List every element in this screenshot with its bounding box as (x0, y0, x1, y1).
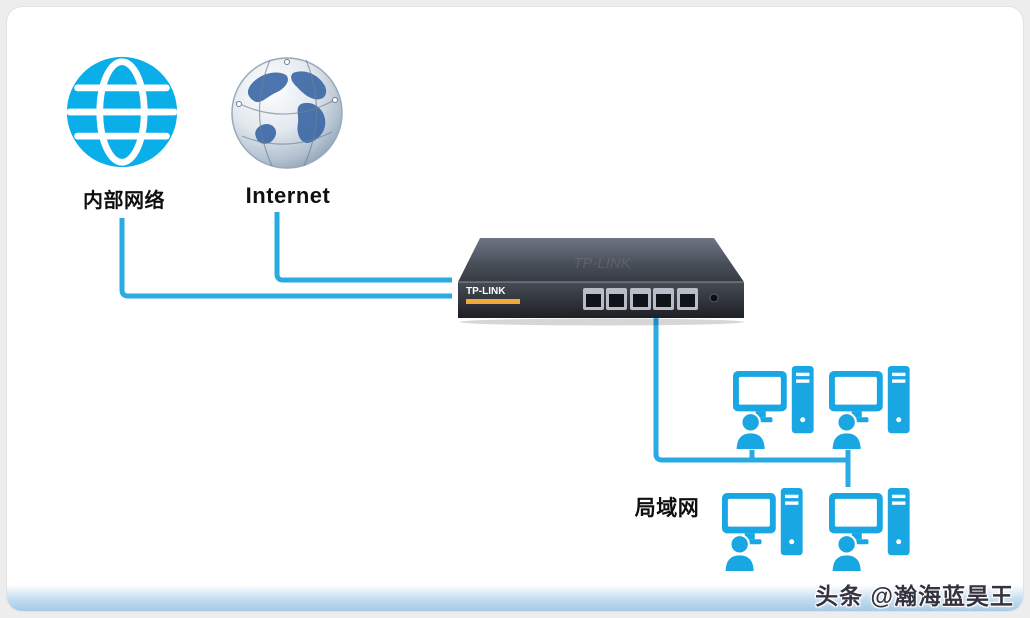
lan-computer-1 (733, 363, 817, 453)
lan-label: 局域网 (634, 497, 700, 520)
lan-computer-3 (722, 485, 806, 575)
router-label-strip (466, 299, 520, 304)
internet-label: Internet (245, 183, 331, 208)
router-brand-logo: TP-LINK (466, 286, 506, 297)
workstation-icon (733, 363, 817, 453)
link-internal-to-router (119, 218, 452, 299)
router-device-icon: TP-LINK TP-LINK (458, 238, 744, 326)
globe-earth-icon (231, 57, 343, 169)
workstation-icon (829, 363, 913, 453)
internal-network-label: 内部网络 (83, 190, 165, 212)
router-console-port (709, 293, 719, 303)
workstation-icon (722, 485, 806, 575)
lan-computer-2 (829, 363, 913, 453)
globe-grid-icon (66, 56, 178, 168)
router-node: TP-LINK TP-LINK (452, 230, 750, 326)
workstation-icon (829, 485, 913, 575)
bottom-gradient-band (7, 585, 1023, 611)
router-ports (583, 288, 698, 310)
link-router-to-lan (653, 308, 848, 463)
lan-computer-4 (829, 485, 913, 575)
link-internet-to-router (274, 212, 452, 283)
internet-node (230, 56, 344, 170)
router-top-brand-text: TP-LINK (573, 255, 632, 272)
watermark-text: 头条 @瀚海蓝昊王 (815, 583, 1014, 609)
internal-network-node (64, 54, 180, 170)
